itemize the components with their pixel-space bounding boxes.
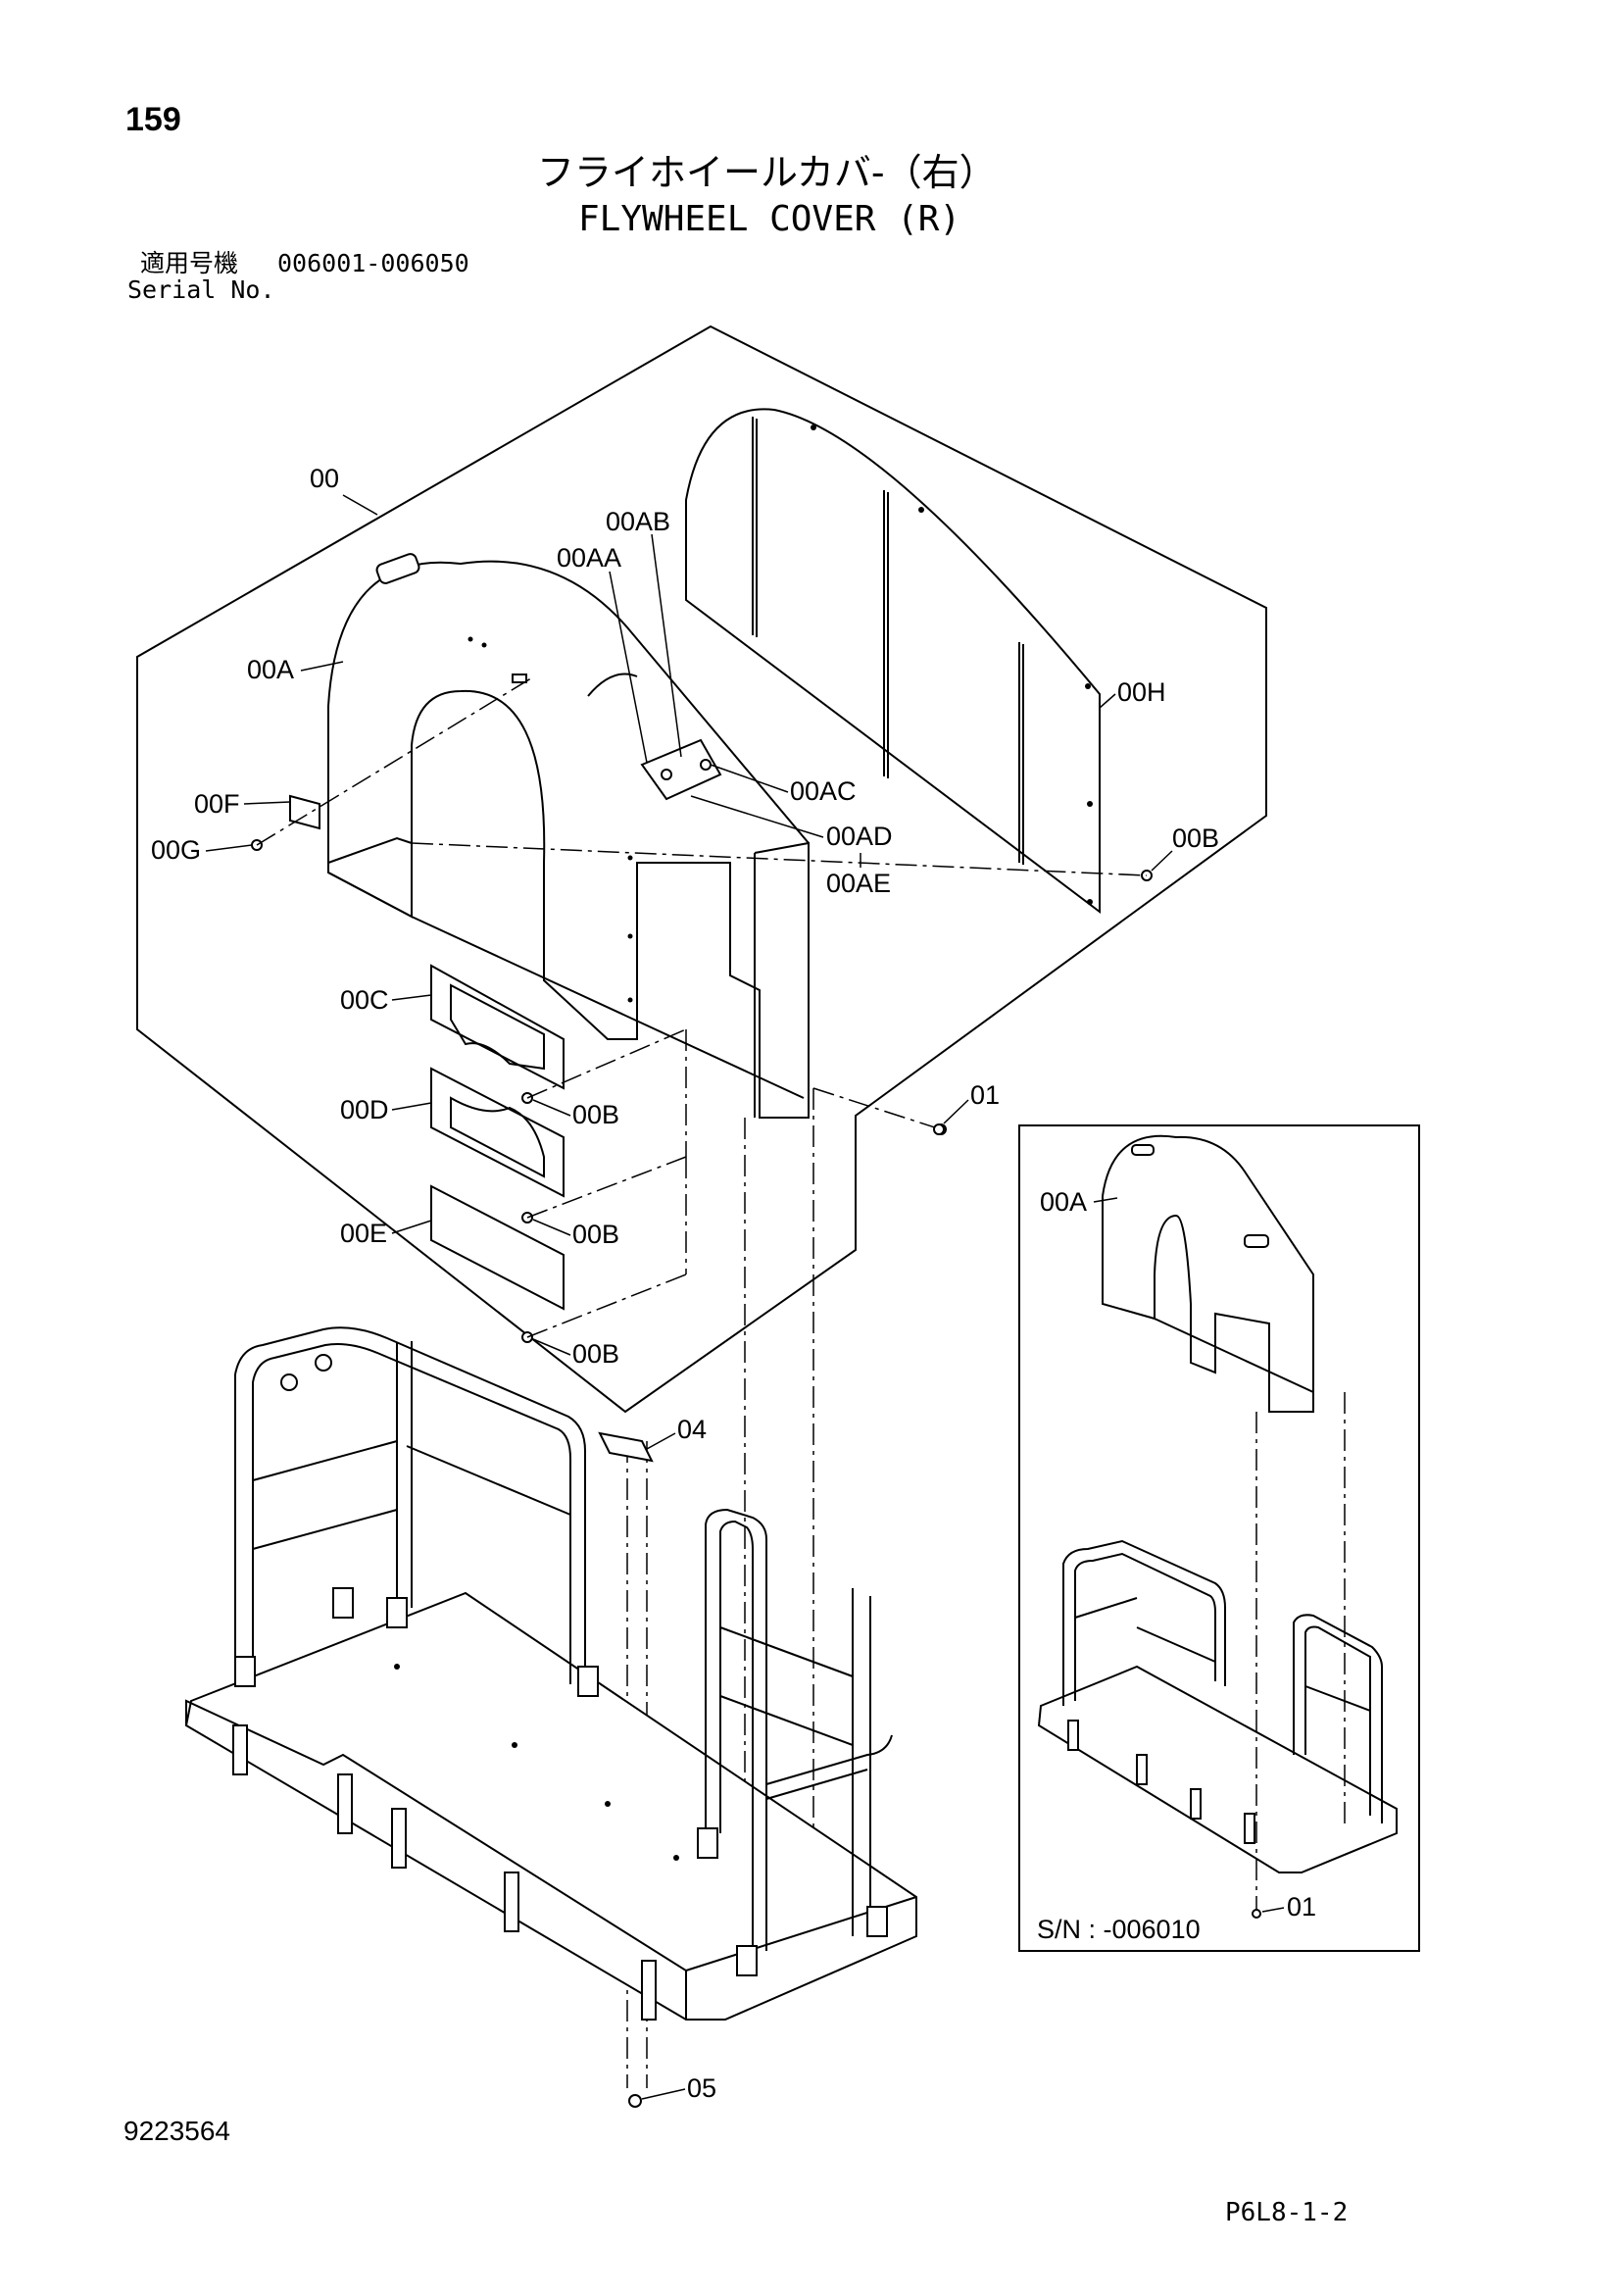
inset-panel: 00A 01 S/N : -006010 (1018, 1124, 1420, 1952)
callout-label-00G: 00G (151, 835, 201, 865)
callout-05: 05 (641, 2073, 716, 2103)
callout-00F: 00F (194, 789, 291, 819)
inset-cover-00A (1102, 1134, 1314, 1413)
callout-label-00AE: 00AE (826, 869, 891, 898)
callout-label-00B-1: 00B (572, 1100, 619, 1129)
callout-label-00F: 00F (194, 789, 240, 819)
callout-00A: 00A (247, 655, 344, 684)
callout-label-05: 05 (687, 2073, 716, 2103)
assembly-00-boundary (136, 324, 1267, 1414)
bolt-05 (628, 2094, 642, 2108)
callout-00AD: 00AD (690, 795, 893, 851)
panel-00E (430, 1184, 565, 1311)
page-number: 159 (125, 101, 181, 138)
inset-serial-note: S/N : -006010 (1037, 1915, 1201, 1944)
callout-00D: 00D (340, 1095, 432, 1124)
callout-04: 04 (646, 1415, 707, 1450)
callout-label-00: 00 (310, 464, 339, 493)
inset-callout-00A: 00A (1040, 1187, 1118, 1217)
callout-00AB: 00AB (606, 507, 682, 758)
inset-callout-label-00A: 00A (1040, 1187, 1087, 1217)
title-english: FLYWHEEL COVER (R) (578, 199, 961, 239)
callout-label-00AD: 00AD (826, 822, 893, 851)
callout-label-00B-2: 00B (572, 1220, 619, 1249)
callout-label-00B-3: 00B (572, 1339, 619, 1369)
callout-label-00D: 00D (340, 1095, 389, 1124)
bracket-00F (289, 794, 320, 830)
inset-callout-label-01: 01 (1287, 1892, 1316, 1922)
callout-label-00H: 00H (1117, 677, 1166, 707)
callout-00AC: 00AC (710, 764, 857, 806)
inset-handrail-platform (1037, 1539, 1398, 1873)
callout-00: 00 (310, 464, 378, 516)
callout-00B-right: 00B (1151, 824, 1219, 872)
panel-00C (430, 964, 565, 1090)
callout-00B-1: 00B (532, 1099, 619, 1129)
callout-00C: 00C (340, 985, 432, 1015)
callout-label-00A: 00A (247, 655, 294, 684)
right-cover-panel-00H (685, 408, 1101, 915)
sheet-code: P6L8-1-2 (1225, 2198, 1349, 2227)
callout-00H: 00H (1099, 677, 1166, 709)
serial-label-english: Serial No. (127, 275, 275, 304)
inset-callout-01: 01 (1261, 1892, 1316, 1922)
callout-00AA: 00AA (557, 543, 648, 764)
callout-label-00B-right: 00B (1172, 824, 1219, 853)
callout-label-01: 01 (970, 1080, 1000, 1110)
callout-label-00AC: 00AC (790, 776, 857, 806)
drawing-number: 9223564 (123, 2116, 231, 2146)
serial-label-japanese: 適用号機 (140, 249, 239, 277)
main-cover-00A (327, 553, 810, 1119)
callout-00E: 00E (340, 1219, 432, 1248)
callout-00B-3: 00B (532, 1338, 619, 1369)
callout-label-00C: 00C (340, 985, 389, 1015)
callout-01: 01 (943, 1080, 1000, 1124)
callout-label-00AA: 00AA (557, 543, 621, 573)
panel-00D (430, 1067, 565, 1198)
title-japanese: フライホイールカバ-（右） (537, 151, 997, 194)
callout-00AE: 00AE (826, 853, 891, 898)
handrail-platform (184, 1326, 917, 2021)
bolt-01 (933, 1123, 945, 1135)
callout-00B-2: 00B (532, 1219, 619, 1249)
serial-range: 006001-006050 (277, 249, 469, 277)
callout-label-04: 04 (677, 1415, 707, 1444)
bracket-04 (598, 1431, 654, 1463)
callout-label-00E: 00E (340, 1219, 387, 1248)
callout-label-00AB: 00AB (606, 507, 670, 536)
callout-00G: 00G (151, 835, 253, 865)
